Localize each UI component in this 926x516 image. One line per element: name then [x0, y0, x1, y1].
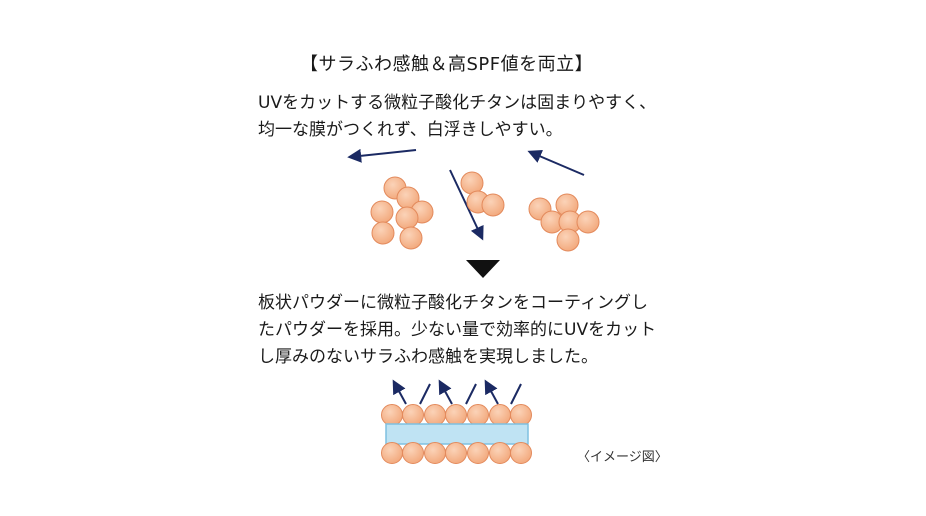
plate-powder [385, 423, 529, 445]
particle [424, 404, 446, 426]
particle [556, 228, 580, 252]
image-caption: 〈イメージ図〉 [577, 450, 668, 465]
particle [481, 193, 505, 217]
uv-ray-passing-through [449, 169, 484, 241]
particle [395, 206, 419, 230]
particle-cluster-left [370, 176, 434, 250]
particle [445, 404, 467, 426]
particle-cluster-right [528, 193, 600, 252]
down-triangle-icon [466, 260, 500, 278]
uv-ray-reflected-right [527, 149, 585, 176]
particle [399, 226, 423, 250]
uv-ray-incoming [465, 383, 477, 405]
particle [467, 442, 489, 464]
diagram-title: 【サラふわ感触＆高SPF値を両立】 [300, 54, 594, 75]
uv-arrows-coated [392, 379, 522, 405]
particle [402, 404, 424, 426]
particle [381, 404, 403, 426]
particle-row-top [381, 404, 532, 426]
uv-ray-incoming [419, 383, 431, 405]
paragraph-coating-line-1: 板状パウダーに微粒子酸化チタンをコーティングし [258, 293, 648, 313]
particle [467, 404, 489, 426]
uv-ray-reflected [392, 379, 407, 405]
particle [576, 210, 600, 234]
paragraph-clumping-line-2: 均一な膜がつくれず、白浮きしやすい。 [258, 120, 563, 140]
particle [371, 221, 395, 245]
uv-ray-incoming [510, 383, 522, 405]
paragraph-coating-line-2: たパウダーを採用。少ない量で効率的にUVをカット [258, 320, 657, 340]
particle [489, 442, 511, 464]
particle [402, 442, 424, 464]
paragraph-clumping: UVをカットする微粒子酸化チタンは固まりやすく、 均一な膜がつくれず、白浮きしや… [258, 90, 656, 144]
particle [510, 404, 532, 426]
paragraph-coating-line-3: し厚みのないサラふわ感触を実現しました。 [258, 347, 598, 367]
uv-ray-reflected-left [347, 148, 417, 163]
particle [370, 200, 394, 224]
uv-ray-reflected [438, 379, 453, 405]
paragraph-clumping-line-1: UVをカットする微粒子酸化チタンは固まりやすく、 [258, 93, 657, 113]
particle [424, 442, 446, 464]
uv-arrows-clumped [347, 148, 585, 241]
uv-ray-reflected [484, 379, 499, 405]
particle [489, 404, 511, 426]
paragraph-coating: 板状パウダーに微粒子酸化チタンをコーティングし たパウダーを採用。少ない量で効率… [258, 290, 656, 371]
particle-cluster-middle [460, 171, 505, 217]
particle [445, 442, 467, 464]
particle [381, 442, 403, 464]
particle-row-bottom [381, 442, 532, 464]
particle [510, 442, 532, 464]
